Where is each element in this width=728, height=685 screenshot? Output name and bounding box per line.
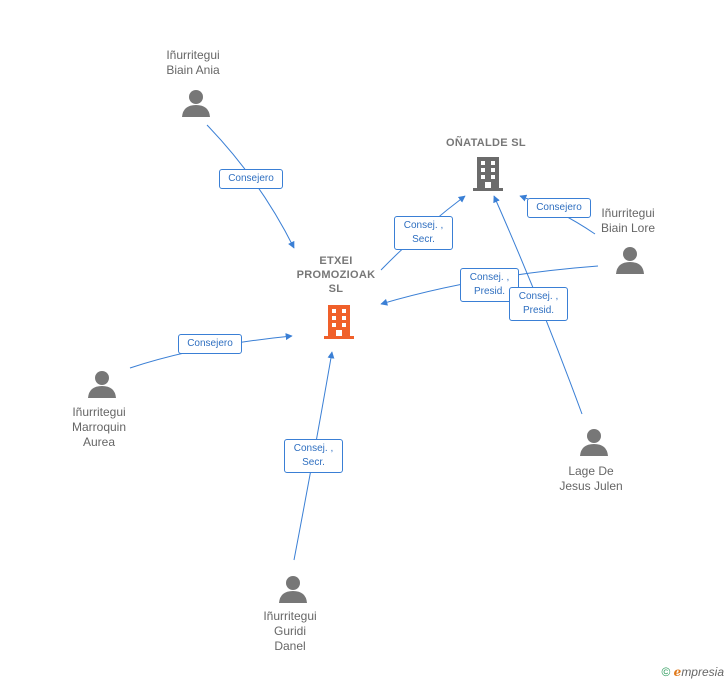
edge-label-etxei-onatalde: Consej. , Secr. bbox=[394, 216, 453, 250]
brand-name: mpresia bbox=[681, 665, 724, 679]
person-label-lage[interactable]: Lage De Jesus Julen bbox=[559, 464, 623, 493]
brand-footer: © empresia bbox=[661, 665, 724, 679]
person-label-marroquin[interactable]: Iñurritegui Marroquin Aurea bbox=[71, 405, 127, 449]
brand-logo-e: e bbox=[673, 665, 682, 679]
edge-label-ania-etxei: Consejero bbox=[219, 169, 283, 189]
person-icon-biain-lore bbox=[616, 247, 644, 274]
copyright-icon: © bbox=[661, 665, 671, 679]
person-label-guridi[interactable]: Iñurritegui Guridi Danel bbox=[263, 609, 317, 653]
company-label-etxei[interactable]: ETXEI PROMOZIOAK SL bbox=[296, 255, 376, 295]
person-icon-biain-ania bbox=[182, 90, 210, 117]
building-icon-onatalde bbox=[473, 157, 503, 191]
edge-label-guridi-etxei: Consej. , Secr. bbox=[284, 439, 343, 473]
building-icon-etxei bbox=[324, 305, 354, 339]
person-icon-guridi bbox=[279, 576, 307, 603]
company-label-onatalde[interactable]: OÑATALDE SL bbox=[446, 137, 526, 149]
person-icon-marroquin bbox=[88, 371, 116, 398]
edge-label-lore-onatalde: Consejero bbox=[527, 198, 591, 218]
person-label-biain-ania[interactable]: Iñurritegui Biain Ania bbox=[166, 48, 220, 77]
edge-label-marroquin-etxei: Consejero bbox=[178, 334, 242, 354]
person-label-biain-lore[interactable]: Iñurritegui Biain Lore bbox=[600, 206, 656, 235]
edge-label-lage-onatalde: Consej. , Presid. bbox=[509, 287, 568, 321]
person-icon-lage bbox=[580, 429, 608, 456]
